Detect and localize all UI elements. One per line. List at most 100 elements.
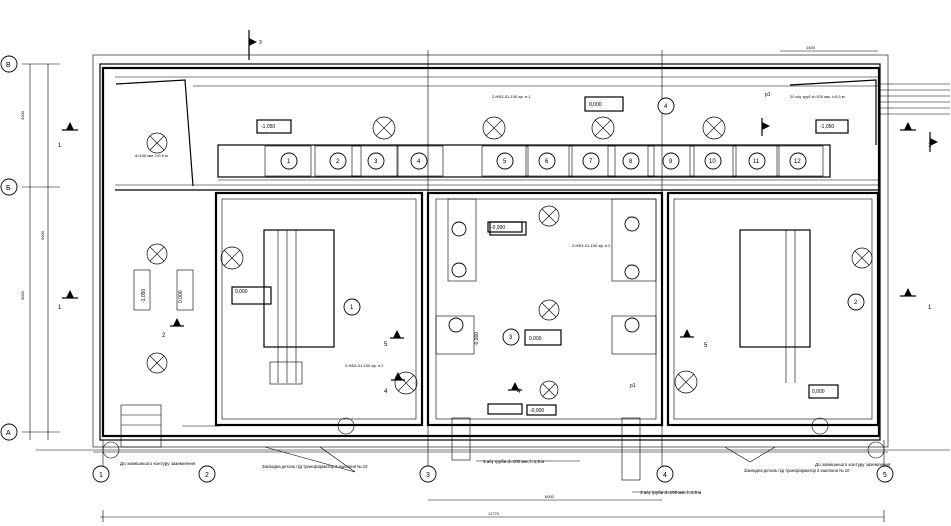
cell-label: 1 <box>287 159 291 165</box>
cell-2: 2 <box>314 145 362 177</box>
col-axis-2: 2 <box>198 465 216 483</box>
lamp-icon <box>394 371 418 395</box>
section-arrow-icon: 1 <box>900 122 932 149</box>
row-axis-a: А <box>0 423 18 441</box>
cell-label: 3 <box>374 159 378 165</box>
section-arrow-icon: 2 <box>162 318 184 339</box>
right-vestibule: -1,050 20 а/ц труб d=100 мм, l=0,5 м р1 <box>765 79 950 145</box>
p1b-mark: р1 <box>630 383 636 389</box>
dim-overall: 12770 <box>488 511 500 516</box>
lamp-icon <box>146 243 168 265</box>
level-mark: 0,000 <box>529 336 542 342</box>
cell-10: 10 <box>689 145 737 177</box>
axis-label: В <box>6 62 11 69</box>
room-number: 2 <box>854 300 858 306</box>
pipe-left-note: d=100 мм, l=0,5 м <box>135 153 168 158</box>
cell-label: 10 <box>709 159 716 165</box>
cell-label: 9 <box>669 159 673 165</box>
cell-8: 8 <box>607 145 655 177</box>
room-left: 1 0,000 <box>214 191 424 427</box>
lamp-icon <box>372 116 396 140</box>
level-mark: 0,000 <box>812 389 825 395</box>
lamp-icon <box>538 205 560 227</box>
section-arrow-icon: 3 <box>248 30 262 60</box>
cell-9: 9 <box>647 145 695 177</box>
section-label: 5 <box>704 343 708 349</box>
p1-mark: р1 <box>765 92 771 98</box>
room-number: 3 <box>509 335 513 341</box>
section-marks: 1 1 1 1 2 5 5 4 4 3 <box>58 30 938 395</box>
upper-corridor <box>115 76 880 191</box>
cell-label: 11 <box>753 159 760 165</box>
axis-label: 3 <box>426 472 430 479</box>
ref-mid: 2-НБЗ-01-100 ар. п.2 <box>572 243 611 248</box>
room-number: 1 <box>350 305 354 311</box>
room-number: 4 <box>664 104 668 110</box>
section-arrow-icon: 4 <box>384 372 405 395</box>
misc-details: р1 2-НБЗ-01-100 ар. п.2 -0,900 <box>102 332 885 493</box>
pipe-top-right-note: 20 а/ц труб d=100 мм, l=0,5 м <box>790 94 845 99</box>
note-left-ground: До зовнішнього контуру заземлення <box>120 461 196 466</box>
room-center: 3 0,000 2-НБЗ-01-100 ар. п.2 -0,900 -0,9… <box>426 191 664 427</box>
cell-label: 6 <box>545 159 549 165</box>
axis-label: 1 <box>99 472 103 479</box>
level-mark: -0,900 <box>530 408 544 414</box>
room-upper: 4 0,000 2-НБЗ-01-100 ар. п.1 <box>492 94 675 115</box>
section-label: 3 <box>259 40 262 46</box>
cell-label: 4 <box>417 159 421 165</box>
lamp-icon <box>539 380 559 400</box>
dim-lower-left: 3000 <box>20 290 25 300</box>
cell-row: 1 2 3 4 5 6 7 8 9 10 11 12 <box>264 145 824 177</box>
section-label: 4 <box>517 389 521 395</box>
axis-label: 5 <box>883 472 887 479</box>
col-axis-4: 4 <box>656 50 674 483</box>
level-mark: -1,050 <box>261 124 275 130</box>
ref-top: 2-НБЗ-01-100 ар. п.1 <box>492 94 531 99</box>
axis-label: А <box>6 430 11 437</box>
overall-dimension: 12770 6000 <box>100 494 885 522</box>
level-mark: -1,050 <box>820 124 834 130</box>
cell-5: 5 <box>481 145 529 177</box>
level-mark: -1,050 <box>141 289 147 303</box>
col-axis-5: 5 <box>876 440 894 483</box>
section-arrow-icon: 4 <box>508 382 522 395</box>
lamp-icon <box>702 116 726 140</box>
section-label: 1 <box>58 143 62 149</box>
left-dimension-chain: 2000 6000 3000 <box>20 63 60 440</box>
level-mark: 0,000 <box>178 290 184 303</box>
lamp-icon <box>146 352 168 374</box>
left-vestibule: -1,050 0,000 -1,050 d=100 мм, l=0,5 м <box>115 79 292 448</box>
level-mark: -0,900 <box>474 332 480 346</box>
lamp-icon <box>538 299 560 321</box>
lamp-icon <box>674 370 698 394</box>
axis-label: 4 <box>663 472 667 479</box>
section-label: 1 <box>928 305 932 311</box>
lamp-icon <box>220 246 244 270</box>
note-embed-right: Закладна деталь під трансформатор 2 ешел… <box>744 468 850 473</box>
ref-left: 2-НБЗ-01-100 ар. п.2 <box>345 363 384 368</box>
row-axis-b: Б <box>0 178 18 196</box>
level-mark: 0,000 <box>235 289 248 295</box>
lamp-icon <box>482 116 506 140</box>
note-embed-left: Закладна деталь під трансформатор 2 ешел… <box>262 464 368 469</box>
row-axis-v: В <box>0 55 18 73</box>
cell-label: 8 <box>629 159 633 165</box>
cell-11: 11 <box>732 145 780 177</box>
room-right: 2 0,000 <box>666 191 880 427</box>
cell-label: 5 <box>503 159 507 165</box>
level-mark: 0,000 <box>589 102 602 108</box>
cell-label: 2 <box>336 159 340 165</box>
note-pipe-bottom: 3 а/ц труби d=100 мм, l=1,5 м <box>483 459 544 464</box>
section-arrow-icon: 1 <box>58 290 78 311</box>
cell-7: 7 <box>568 145 616 177</box>
note-right-ground: До зовнішнього контуру заземлення <box>815 462 891 467</box>
cell-label: 12 <box>794 159 801 165</box>
section-label: 1 <box>58 305 62 311</box>
section-arrow-icon: 1 <box>58 122 78 149</box>
lamp-icon <box>591 116 615 140</box>
dim-mid-left: 6000 <box>40 230 45 240</box>
lamp-icon <box>851 247 873 269</box>
cell-1: 1 <box>264 145 312 177</box>
cell-label: 7 <box>589 159 593 165</box>
